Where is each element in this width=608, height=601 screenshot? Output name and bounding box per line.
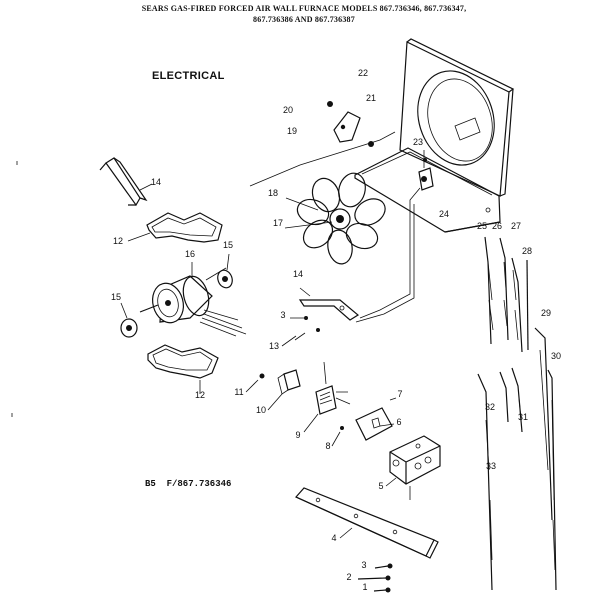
part-label-14: 14 [151,177,161,187]
part-label-20: 20 [283,105,293,115]
nut-15-right [217,253,233,289]
part-label-12: 12 [195,390,205,400]
part-label-13: 13 [269,341,279,351]
part-label-2: 2 [346,572,351,582]
wire-leads-25-33 [477,236,557,591]
part-label-1: 1 [362,582,367,592]
fan-blade-17-18 [284,172,386,265]
part-label-31: 31 [518,412,528,422]
part-label-16: 16 [185,249,195,259]
part-label-10: 10 [256,405,266,415]
part-label-6: 6 [396,417,401,427]
part-label-4: 4 [331,533,336,543]
section-title: ELECTRICAL [152,70,225,82]
part-label-18: 18 [268,188,278,198]
part-number-labels: 1234567891011121213314141515161718192021… [111,68,561,592]
part-label-21: 21 [366,93,376,103]
transformer-9 [303,361,351,433]
part-label-3: 3 [280,310,285,320]
gasket-lower-12 [147,344,219,394]
blower-housing-22 [354,38,515,233]
screw-3-13 [281,316,320,347]
junction-box-5 [385,435,441,500]
wiring-harness [249,131,421,323]
motor-bracket-upper-14 [99,157,153,207]
part-label-24: 24 [439,209,449,219]
part-label-15: 15 [223,240,233,250]
gasket-upper-12 [127,212,223,243]
motor-bracket-lower-14 [298,287,360,321]
part-label-12: 12 [113,236,123,246]
part-label-17: 17 [273,218,283,228]
part-label-19: 19 [287,126,297,136]
part-label-29: 29 [541,308,551,318]
part-label-33: 33 [486,461,496,471]
part-label-28: 28 [522,246,532,256]
part-label-11: 11 [234,387,243,397]
footer-code: B5 F/867.736346 [145,479,232,489]
screws-1-2-3 [357,563,393,593]
part-label-15: 15 [111,292,121,302]
relay-10 [245,369,301,411]
mounting-plate-4 [295,487,439,559]
part-label-9: 9 [295,430,300,440]
part-label-25: 25 [477,221,487,231]
part-label-22: 22 [358,68,368,78]
part-label-7: 7 [397,389,402,399]
part-label-3: 3 [361,560,366,570]
part-label-23: 23 [413,137,423,147]
part-label-26: 26 [492,221,502,231]
part-label-5: 5 [378,481,383,491]
part-label-30: 30 [551,351,561,361]
fan-switch-23-24 [418,150,434,191]
part-label-14: 14 [293,269,303,279]
mounting-bracket-19 [327,101,374,147]
nut-15-left [120,302,138,338]
part-label-27: 27 [511,221,521,231]
diagram-title-line-2: 867.736386 AND 867.736387 [253,15,355,24]
control-plate-6-7-8 [331,397,397,447]
diagram-title-line-1: SEARS GAS-FIRED FORCED AIR WALL FURNACE … [141,4,467,13]
part-label-32: 32 [485,402,495,412]
part-label-8: 8 [325,441,330,451]
